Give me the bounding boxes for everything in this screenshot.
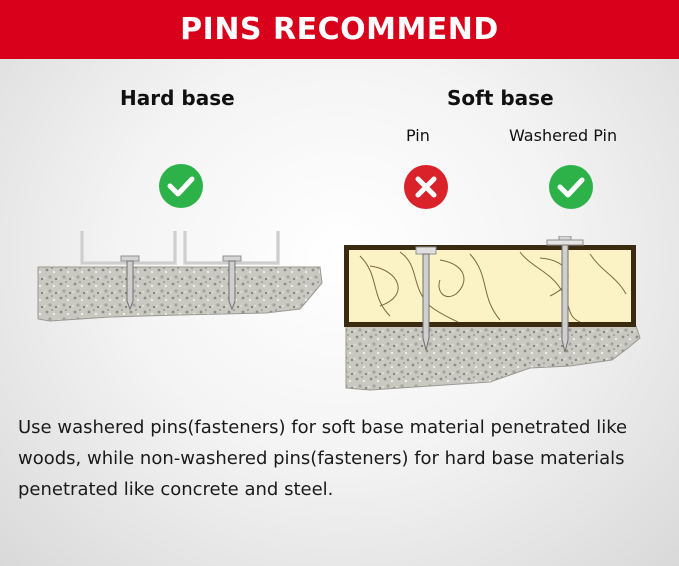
soft-base-illustration xyxy=(344,236,641,391)
caption: Use washered pins(fasteners) for soft ba… xyxy=(18,417,628,500)
pin-label: Pin xyxy=(406,126,430,145)
hard-base-heading: Hard base xyxy=(120,86,235,110)
washered-pin-label: Washered Pin xyxy=(509,126,618,145)
hard-base-illustration xyxy=(37,231,323,322)
cross-icon xyxy=(404,165,448,209)
banner: PINS RECOMMEND xyxy=(0,0,679,59)
check-icon xyxy=(159,164,203,208)
check-icon xyxy=(549,165,593,209)
banner-title: PINS RECOMMEND xyxy=(180,12,499,47)
soft-base-heading: Soft base xyxy=(447,86,554,110)
